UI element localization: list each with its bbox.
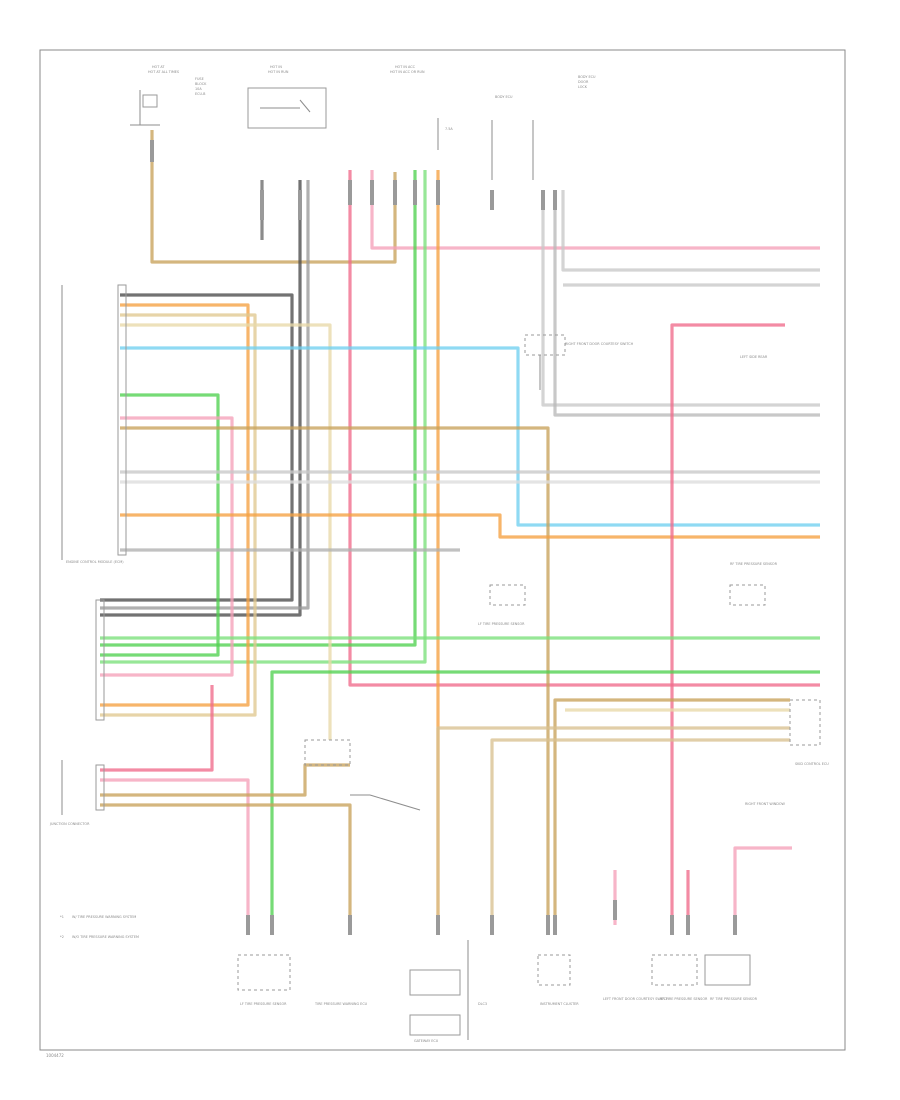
wire-tan-1 bbox=[150, 130, 397, 264]
cluster-label: INSTRUMENT CLUSTER bbox=[540, 1002, 579, 1006]
bottom-component-3: GATEWAY ECU bbox=[409, 969, 461, 1043]
wire-pink-1 bbox=[348, 170, 820, 687]
wire-tan-10 bbox=[100, 803, 352, 925]
fuse-label-center-left: HOT IN RUN bbox=[268, 70, 289, 74]
fuse-block-left: HOT AT HOT AT ALL TIMES FUSE BLOCK 10A E… bbox=[130, 65, 207, 126]
connector-pins bbox=[150, 140, 737, 935]
svg-text:BODY ECU: BODY ECU bbox=[578, 75, 596, 79]
rf-tire-sensor-label: RF TIRE PRESSURE SENSOR bbox=[710, 997, 758, 1001]
fuse-label-center: HOT IN ACC OR RUN bbox=[390, 70, 425, 74]
wire-pink-4 bbox=[670, 323, 785, 925]
wire-pink-3 bbox=[100, 416, 234, 677]
wire-gray-8 bbox=[561, 190, 820, 272]
right-door-switch: SKID CONTROL ECU bbox=[789, 699, 829, 766]
svg-text:ECU-B: ECU-B bbox=[195, 92, 206, 96]
legend: *1 W/ TIRE PRESSURE WARNING SYSTEM *2 W/… bbox=[60, 915, 139, 939]
svg-text:*2: *2 bbox=[60, 935, 64, 939]
wire-gray-2 bbox=[100, 180, 310, 610]
wire-gray-6 bbox=[541, 190, 820, 407]
dlc3-label: DLC3 bbox=[478, 1002, 487, 1006]
bottom-component-5: INSTRUMENT CLUSTER bbox=[537, 954, 579, 1006]
legend-item-2: W/O TIRE PRESSURE WARNING SYSTEM bbox=[72, 935, 139, 939]
svg-text:7.5A: 7.5A bbox=[445, 127, 453, 131]
wire-orange-2 bbox=[100, 303, 250, 707]
wire-tan-3 bbox=[120, 323, 332, 740]
wire-dark-3 bbox=[100, 293, 294, 602]
ecm-label: ENGINE CONTROL MODULE (ECM) bbox=[66, 560, 124, 564]
courtesy-switch-label: RIGHT FRONT DOOR COURTESY SWITCH bbox=[565, 342, 634, 346]
lf-tire-sensor-label: LF TIRE PRESSURE SENSOR bbox=[240, 1002, 287, 1006]
wire-pink-5 bbox=[733, 846, 792, 925]
lf-sensor-component: LF TIRE PRESSURE SENSOR bbox=[478, 584, 526, 626]
wire-tan-4 bbox=[120, 426, 550, 925]
tire-pressure-ecu-label: TIRE PRESSURE WARNING ECU bbox=[314, 1002, 368, 1006]
fuse-block-center-left: HOT IN HOT IN RUN bbox=[247, 65, 327, 129]
rf-sensor-component: RF TIRE PRESSURE SENSOR bbox=[729, 562, 778, 606]
svg-text:HOT IN: HOT IN bbox=[270, 65, 282, 69]
svg-text:LOCK: LOCK bbox=[578, 85, 588, 89]
gateway-ecu-label: GATEWAY ECU bbox=[414, 1039, 439, 1043]
left-side-rear-label: RIGHT FRONT WINDOW bbox=[745, 802, 786, 806]
right-door-switch-label: SKID CONTROL ECU bbox=[795, 762, 829, 766]
svg-text:HOT IN ACC: HOT IN ACC bbox=[395, 65, 416, 69]
wire-pink-9 bbox=[100, 778, 250, 925]
bottom-component-4: DLC3 bbox=[467, 940, 487, 1040]
svg-text:*1: *1 bbox=[60, 915, 64, 919]
fuse-block-center: HOT IN ACC HOT IN ACC OR RUN 7.5A bbox=[390, 65, 453, 150]
wire-green-1 bbox=[100, 170, 417, 647]
junction-center bbox=[304, 739, 421, 811]
svg-text:DOOR: DOOR bbox=[578, 80, 589, 84]
ecm-connector-lower: JUNCTION CONNECTOR bbox=[49, 599, 105, 826]
wire-orange-3 bbox=[120, 513, 820, 539]
lf-sensor-label: LF TIRE PRESSURE SENSOR bbox=[478, 622, 525, 626]
fuse-label-right: BODY ECU bbox=[495, 95, 513, 99]
skid-control-label: LEFT SIDE REAR bbox=[740, 355, 768, 359]
ecm-connector: ENGINE CONTROL MODULE (ECM) bbox=[61, 284, 127, 564]
wire-light-blue bbox=[120, 346, 820, 527]
bottom-component-8: RF TIRE PRESSURE SENSOR bbox=[704, 954, 758, 1001]
skid-control-annotation: LEFT SIDE REAR RIGHT FRONT WINDOW bbox=[740, 355, 786, 806]
wire-pink-8 bbox=[100, 685, 214, 772]
diagram-frame bbox=[39, 49, 846, 1051]
body-ecu-top: BODY ECU BODY ECU DOOR LOCK bbox=[491, 75, 596, 180]
diagram-code: 1004472 bbox=[46, 1053, 64, 1058]
bottom-component-1: LF TIRE PRESSURE SENSOR bbox=[237, 954, 291, 1006]
svg-text:FUSE: FUSE bbox=[195, 77, 204, 81]
wire-tan-8 bbox=[436, 726, 790, 925]
legend-item-1: W/ TIRE PRESSURE WARNING SYSTEM bbox=[72, 915, 136, 919]
svg-text:10A: 10A bbox=[195, 87, 202, 91]
wire-tan-6 bbox=[490, 738, 790, 925]
courtesy-switch: RIGHT FRONT DOOR COURTESY SWITCH bbox=[524, 334, 634, 390]
wire-tan-5 bbox=[553, 698, 790, 925]
wire-green-3 bbox=[100, 393, 220, 657]
fuse-label-left: HOT AT ALL TIMES bbox=[148, 70, 179, 74]
rr-tire-sensor-label: RR TIRE PRESSURE SENSOR bbox=[660, 997, 708, 1001]
junction-connector-label: JUNCTION CONNECTOR bbox=[49, 822, 90, 826]
bottom-component-6: LEFT FRONT DOOR COURTESY SWITCH bbox=[603, 997, 669, 1001]
wire-green-4 bbox=[270, 670, 820, 925]
wire-green-2 bbox=[100, 170, 427, 664]
rf-sensor-label: RF TIRE PRESSURE SENSOR bbox=[730, 562, 778, 566]
wire-gray-7 bbox=[553, 190, 820, 417]
svg-text:HOT AT: HOT AT bbox=[152, 65, 165, 69]
bottom-component-2: TIRE PRESSURE WARNING ECU bbox=[314, 1002, 368, 1006]
air-bag-sensor-label: LEFT FRONT DOOR COURTESY SWITCH bbox=[603, 997, 669, 1001]
svg-text:BLOCK: BLOCK bbox=[195, 82, 207, 86]
bottom-component-7: RR TIRE PRESSURE SENSOR bbox=[651, 954, 708, 1001]
